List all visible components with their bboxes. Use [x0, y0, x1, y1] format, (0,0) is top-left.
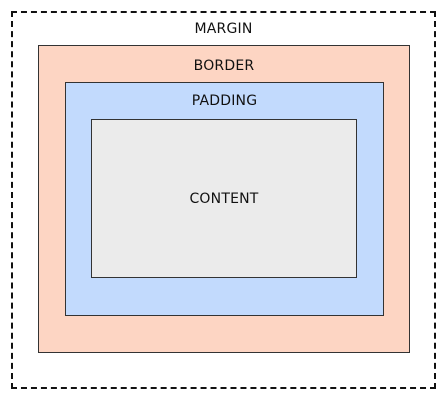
padding-label: PADDING: [191, 93, 258, 109]
content-label: CONTENT: [189, 190, 259, 207]
margin-label: MARGIN: [194, 21, 253, 37]
border-label: BORDER: [193, 58, 255, 74]
content-box: CONTENT: [91, 119, 357, 278]
